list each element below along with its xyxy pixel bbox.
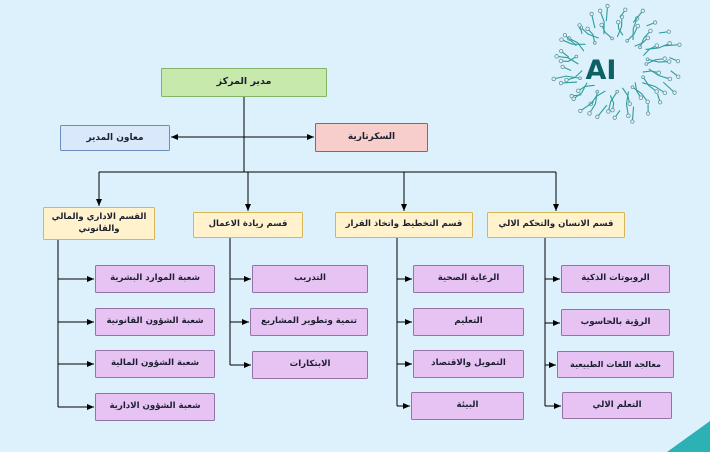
node-dept-entrepreneurship: قسم ريادة الاعمال bbox=[193, 212, 303, 238]
ai-circuit-brain-logo: AI bbox=[551, 3, 682, 124]
node-unit-training: التدريب bbox=[252, 265, 368, 293]
circuit-traces bbox=[551, 3, 682, 124]
node-unit-project-development: تنمية وتطوير المشاريع bbox=[250, 308, 368, 336]
node-unit-human-resources: شعبة الموارد البشرية bbox=[95, 265, 215, 293]
node-unit-financial-affairs: شعبة الشؤون المالية bbox=[95, 350, 215, 378]
connector-group bbox=[57, 97, 561, 410]
ai-logo-text: AI bbox=[586, 55, 617, 86]
node-center-director: مدير المركز bbox=[161, 68, 327, 97]
node-deputy-director: معاون المدير bbox=[60, 125, 170, 151]
node-unit-education: التعليم bbox=[413, 308, 524, 336]
node-unit-administrative-affairs: شعبة الشؤون الادارية bbox=[95, 393, 215, 421]
node-unit-smart-robotics: الروبوتات الذكية bbox=[561, 265, 670, 293]
node-dept-planning-decision: قسم التخطيط واتخاذ القرار bbox=[335, 212, 473, 238]
node-unit-legal-affairs: شعبة الشؤون القانونية bbox=[95, 308, 215, 336]
node-unit-innovations: الابتكارات bbox=[252, 351, 368, 379]
node-unit-healthcare: الرعاية الصحية bbox=[413, 265, 524, 293]
node-unit-environment: البيئة bbox=[411, 392, 524, 420]
node-unit-finance-economy: التمويل والاقتصاد bbox=[413, 350, 524, 378]
node-unit-machine-learning: التعلم الالي bbox=[562, 392, 672, 419]
node-unit-nlp: معالجة اللغات الطبيعية bbox=[557, 351, 674, 378]
node-dept-human-automation: قسم الانسان والتحكم الالي bbox=[487, 212, 625, 238]
node-secretariat: السكرتارية bbox=[315, 123, 428, 152]
node-unit-computer-vision: الرؤية بالحاسوب bbox=[561, 309, 670, 336]
node-dept-admin-financial-legal: القسم الاداري والمالي والقانوني bbox=[43, 207, 155, 240]
